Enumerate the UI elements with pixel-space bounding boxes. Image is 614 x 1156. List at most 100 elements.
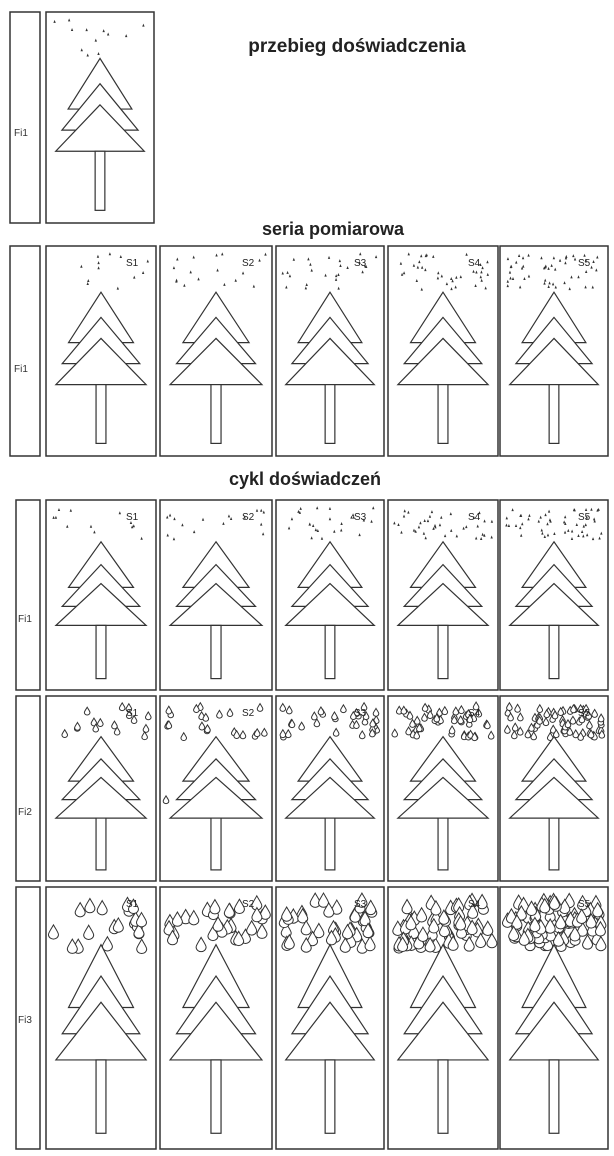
raindrop-icon (595, 935, 607, 952)
raindrop-icon (116, 286, 120, 290)
raindrop-icon (472, 701, 480, 711)
stage-label: S3 (354, 899, 367, 910)
raindrop-icon (180, 731, 188, 741)
raindrop-icon (537, 519, 540, 523)
raindrop-icon (96, 899, 108, 916)
raindrop-icon (546, 731, 554, 741)
raindrop-icon (255, 508, 259, 512)
raindrop-icon (475, 932, 487, 949)
row-label: Fi1 (14, 128, 28, 139)
tree-icon (508, 735, 600, 871)
raindrop-icon (416, 906, 428, 923)
raindrop-icon (542, 716, 550, 727)
tree-trunk (95, 624, 107, 680)
raindrop-icon (86, 282, 89, 286)
raindrop-icon (407, 252, 410, 256)
raindrop-icon (288, 718, 296, 729)
stage-panel: S1 (45, 245, 157, 457)
raindrop-icon (584, 258, 588, 262)
raindrop-icon (424, 268, 427, 272)
raindrop-icon (576, 908, 588, 924)
raindrop-icon (592, 901, 604, 918)
raindrop-icon (412, 528, 416, 532)
raindrop-icon (193, 703, 200, 713)
raindrop-icon (221, 252, 224, 256)
raindrop-icon (125, 709, 133, 719)
raindrop-icon (515, 904, 527, 921)
raindrop-icon (359, 252, 362, 256)
raindrop-icon (582, 534, 585, 538)
raindrop-icon (478, 511, 481, 515)
stage-panel: S1 (45, 886, 157, 1150)
raindrop-icon (524, 729, 532, 739)
stage-panel: S4 (387, 245, 499, 457)
raindrop-icon (292, 257, 296, 261)
stage-panel: S5 (499, 499, 609, 691)
tree-icon (168, 291, 264, 445)
raindrop-icon (598, 536, 601, 540)
title-cycle: cykl doświadczeń (229, 469, 381, 489)
stage-panel (45, 11, 155, 224)
raindrop-icon (583, 253, 586, 257)
raindrop-icon (564, 522, 567, 526)
raindrop-icon (575, 522, 578, 526)
raindrop-icon (563, 530, 567, 534)
raindrop-icon (450, 276, 453, 280)
raindrop-icon (124, 34, 128, 38)
raindrop-icon (474, 536, 478, 540)
raindrop-icon (172, 266, 176, 270)
raindrop-icon (181, 523, 184, 527)
tree-trunk (324, 817, 336, 871)
raindrop-icon (465, 252, 468, 256)
raindrop-icon (437, 271, 440, 275)
raindrop-icon (142, 23, 145, 27)
raindrop-icon (337, 286, 340, 290)
raindrop-icon (234, 278, 237, 282)
raindrop-icon (216, 268, 219, 272)
tree-icon (396, 735, 490, 871)
raindrop-icon (52, 515, 55, 519)
raindrop-icon (591, 537, 595, 541)
stage-label: S2 (242, 899, 255, 910)
raindrop-icon (480, 270, 483, 274)
tree-trunk (94, 150, 106, 211)
raindrop-icon (529, 916, 541, 933)
raindrop-icon (572, 254, 575, 258)
raindrop-icon (420, 254, 423, 258)
raindrop-icon (135, 911, 147, 928)
raindrop-icon (484, 286, 487, 290)
row-label-box (9, 11, 41, 224)
raindrop-icon (536, 703, 544, 713)
raindrop-icon (223, 902, 235, 918)
raindrop-icon (166, 533, 169, 537)
raindrop-icon (505, 523, 508, 527)
raindrop-icon (438, 921, 451, 938)
raindrop-icon (596, 508, 599, 512)
raindrop-icon (511, 277, 515, 281)
tree-trunk (210, 1059, 222, 1134)
row-label: Fi1 (18, 614, 32, 625)
raindrop-icon (118, 701, 126, 712)
raindrop-icon (592, 260, 595, 264)
raindrop-icon (215, 253, 218, 257)
raindrop-icon (424, 254, 428, 258)
raindrop-icon (552, 256, 556, 260)
raindrop-icon (356, 892, 368, 908)
raindrop-icon (281, 905, 293, 922)
raindrop-icon (527, 274, 531, 278)
raindrop-icon (466, 713, 474, 724)
raindrop-icon (440, 515, 443, 519)
raindrop-icon (195, 936, 207, 953)
raindrop-icon (361, 270, 364, 274)
stage-panel: S4 (387, 499, 499, 691)
tree-trunk (437, 1059, 449, 1134)
raindrop-icon (572, 728, 580, 739)
raindrop-icon (362, 922, 374, 939)
raindrop-icon (421, 712, 428, 722)
raindrop-icon (413, 715, 421, 725)
raindrop-icon (412, 263, 416, 267)
raindrop-icon (358, 533, 361, 537)
raindrop-icon (463, 935, 475, 952)
raindrop-icon (261, 727, 268, 737)
